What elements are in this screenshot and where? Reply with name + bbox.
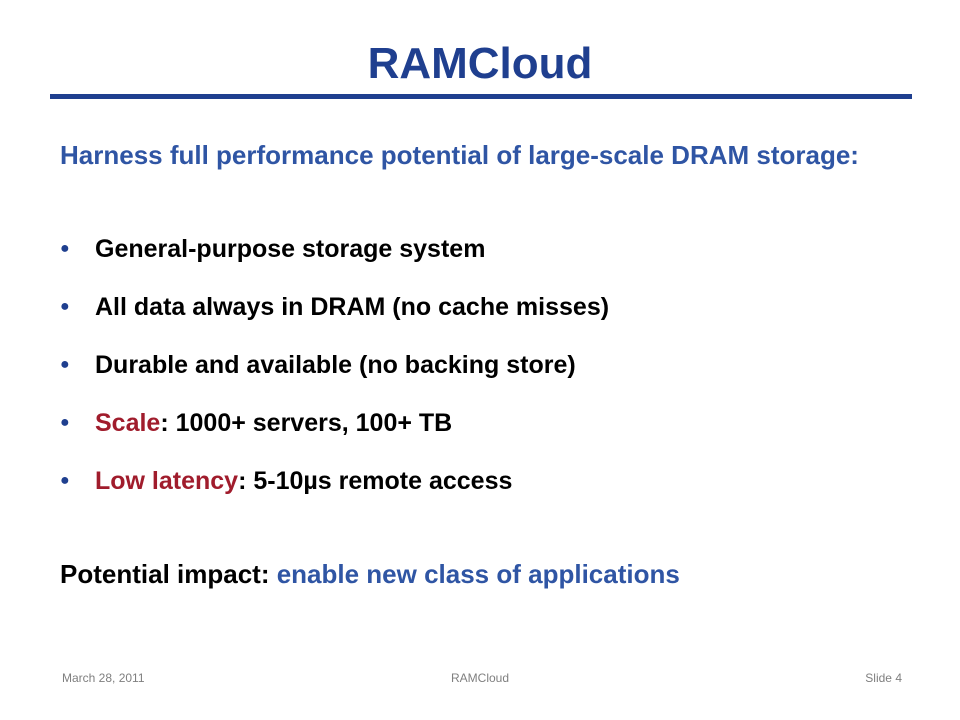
impact-label: Potential impact:	[60, 559, 277, 589]
footer-date: March 28, 2011	[62, 671, 145, 685]
bullet-list: ● General-purpose storage system ● All dat…	[60, 229, 609, 519]
bullet-highlight: Low latency	[95, 467, 239, 495]
footer-title: RAMCloud	[450, 671, 510, 685]
bullet-item: ● All data always in DRAM (no cache misse…	[60, 287, 609, 327]
bullet-text: All data always in DRAM (no cache misses…	[95, 293, 610, 321]
footer-slide-number: Slide 4	[865, 671, 902, 685]
bullet-text: : 1000+ servers, 100+ TB	[160, 409, 453, 437]
bullet-item: ● Durable and available (no backing store…	[60, 345, 609, 385]
bullet-text: : 5-10µs remote access	[238, 467, 513, 495]
bullet-dot-icon: ●	[60, 472, 70, 489]
bullet-item: ● Scale: 1000+ servers, 100+ TB	[60, 403, 609, 443]
bullet-highlight: Scale	[95, 409, 161, 437]
bullet-dot-icon: ●	[60, 240, 70, 257]
title-underline-bar	[50, 94, 912, 99]
intro-text: Harness full performance potential of la…	[60, 140, 859, 170]
bullet-text: Durable and available (no backing store)	[95, 351, 576, 379]
bullet-item: ● Low latency: 5-10µs remote access	[60, 461, 609, 501]
impact-statement: Potential impact: enable new class of ap…	[60, 554, 680, 594]
impact-highlight: enable new class of applications	[276, 559, 680, 589]
slide-title: RAMCloud	[367, 39, 593, 88]
bullet-text: General-purpose storage system	[95, 235, 486, 263]
bullet-dot-icon: ●	[60, 356, 70, 373]
bullet-dot-icon: ●	[60, 414, 70, 431]
bullet-dot-icon: ●	[60, 298, 70, 315]
bullet-item: ● General-purpose storage system	[60, 229, 609, 269]
title-underline	[50, 94, 912, 99]
